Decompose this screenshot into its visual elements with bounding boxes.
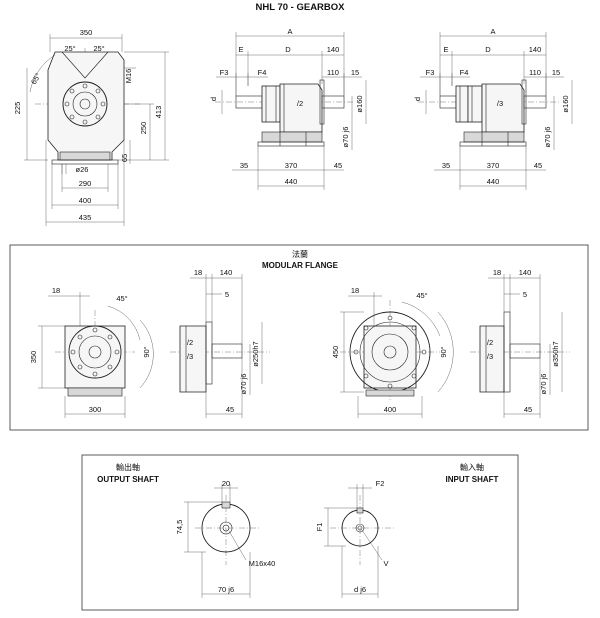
dim-290: 290	[79, 179, 92, 188]
label-stage-2: /2	[187, 338, 193, 347]
dim-350: 350	[29, 351, 38, 364]
dim-45: 45	[226, 405, 234, 414]
dim-5: 5	[523, 290, 527, 299]
dim-18: 18	[194, 268, 202, 277]
dim-15: 15	[552, 68, 560, 77]
dim-35: 35	[240, 161, 248, 170]
dim-110: 110	[327, 68, 339, 77]
dim-18: 18	[493, 268, 501, 277]
dim-m16x40: M16x40	[249, 559, 276, 568]
dim-o26: ø26	[76, 165, 89, 174]
dim-o70j6: ø70 j6	[239, 374, 248, 395]
dim-angle-left: 25°	[64, 44, 75, 53]
dim-400: 400	[384, 405, 397, 414]
dim-370: 370	[285, 161, 298, 170]
dim-250: 250	[139, 122, 148, 135]
dim-v: V	[383, 559, 388, 568]
dim-413: 413	[154, 106, 163, 119]
dim-45: 45	[524, 405, 532, 414]
dim-45deg: 45°	[116, 294, 127, 303]
output-shaft-title-en: OUTPUT SHAFT	[97, 475, 159, 484]
dim-140: 140	[327, 45, 340, 54]
dim-f1: F1	[315, 523, 324, 532]
gearbox-side-view-3stage: /3 A E D 140 F3 F4 110 15 d ø160 ø70 j6	[413, 27, 573, 190]
dim-45: 45	[334, 161, 342, 170]
dim-140: 140	[519, 268, 532, 277]
dim-d: D	[285, 45, 291, 54]
small-flange-side-view: /2 /3 18 140 5 ø250h7 ø70 j6 45	[170, 268, 270, 418]
dim-f4: F4	[258, 68, 267, 77]
dim-o250h7: ø250h7	[251, 341, 260, 366]
dim-f2: F2	[376, 479, 385, 488]
dim-140: 140	[220, 268, 233, 277]
label-stage-3: /3	[487, 352, 493, 361]
dim-a: A	[490, 27, 495, 36]
gearbox-end-view: 350 25° 25° 65° M16 225 250 413 65 ø26 2…	[13, 28, 169, 226]
large-flange-side-view: /2 /3 18 140 5 ø350h7 ø70 j6 45	[470, 268, 570, 418]
dim-440: 440	[487, 177, 500, 186]
dim-f3: F3	[426, 68, 435, 77]
dim-370: 370	[487, 161, 500, 170]
input-shaft-title-cn: 輸入軸	[460, 462, 484, 472]
input-shaft-title-en: INPUT SHAFT	[446, 475, 499, 484]
label-stage-3: /3	[497, 99, 503, 108]
dim-110: 110	[529, 68, 541, 77]
dim-d: D	[485, 45, 491, 54]
small-flange-front-view: 18 45° 90° 350 300	[29, 286, 154, 418]
dim-e: E	[443, 45, 448, 54]
dim-o160: ø160	[561, 95, 570, 112]
output-shaft-title-cn: 輸出軸	[116, 462, 140, 472]
dim-a: A	[287, 27, 292, 36]
dim-65deg: 65°	[29, 72, 42, 86]
dim-300: 300	[89, 405, 102, 414]
flange-title-en: MODULAR FLANGE	[262, 261, 339, 270]
dim-400: 400	[79, 196, 92, 205]
input-shaft-detail: 輸入軸 INPUT SHAFT F2 F1 V d j6	[315, 462, 499, 598]
dim-15: 15	[351, 68, 359, 77]
output-shaft-detail: 輸出軸 OUTPUT SHAFT 20 74,5 M16x40 70 j6	[97, 462, 275, 598]
label-stage-2: /2	[487, 338, 493, 347]
dim-o70j6: ø70 j6	[341, 127, 350, 148]
flange-title-cn: 法蘭	[292, 249, 308, 259]
gearbox-side-view-2stage: /2 A E D 140 F3 F4 110 15 d	[209, 27, 367, 190]
dim-18: 18	[351, 286, 359, 295]
dim-70j6: 70 j6	[218, 585, 234, 594]
dim-140: 140	[529, 45, 542, 54]
dim-65: 65	[120, 154, 129, 162]
dim-20: 20	[222, 479, 230, 488]
dim-d-input: d	[209, 97, 218, 101]
dim-90deg: 90°	[142, 346, 151, 357]
dim-o160: ø160	[355, 95, 364, 112]
dim-angle-right: 25°	[93, 44, 104, 53]
dim-45: 45	[534, 161, 542, 170]
modular-flange-panel	[9, 244, 589, 431]
dim-18: 18	[52, 286, 60, 295]
dim-o70j6: ø70 j6	[543, 127, 552, 148]
label-stage-3: /3	[187, 352, 193, 361]
dim-35: 35	[442, 161, 450, 170]
dim-90deg: 90°	[439, 346, 448, 357]
dim-350: 350	[80, 28, 93, 37]
dim-5: 5	[225, 290, 229, 299]
dim-m16: M16	[124, 69, 133, 84]
drawing-title: NHL 70 - GEARBOX	[255, 2, 345, 13]
dim-440: 440	[285, 177, 298, 186]
dim-74-5: 74,5	[175, 520, 184, 535]
dim-dj6: d j6	[354, 585, 366, 594]
label-stage-2: /2	[297, 99, 303, 108]
large-flange-front-view: 18 45° 90° 450 400	[331, 286, 454, 418]
dim-450: 450	[331, 346, 340, 359]
dim-o350h7: ø350h7	[551, 341, 560, 366]
shafts-panel	[81, 454, 519, 611]
dim-e: E	[238, 45, 243, 54]
dim-45deg: 45°	[416, 291, 427, 300]
dim-d-input: d	[413, 97, 422, 101]
dim-o70j6: ø70 j6	[539, 374, 548, 395]
dim-f4: F4	[460, 68, 469, 77]
dim-225: 225	[13, 102, 22, 115]
dim-435: 435	[79, 213, 92, 222]
dim-f3: F3	[220, 68, 229, 77]
